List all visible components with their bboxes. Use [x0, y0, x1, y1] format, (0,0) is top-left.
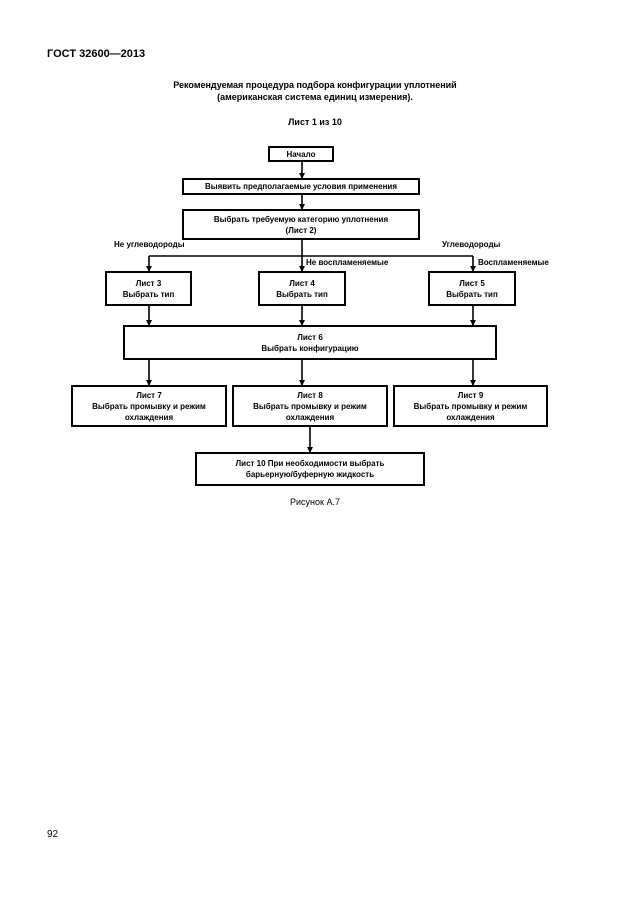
sheet8-node: Лист 8 Выбрать промывку и режим охлажден…: [232, 385, 388, 427]
start-label: Начало: [286, 149, 316, 159]
sheet7-line-2: Выбрать промывку и режим: [92, 401, 206, 411]
sheet4-line-2: Выбрать тип: [276, 289, 328, 299]
sheet9-line-3: охлаждения: [446, 412, 495, 422]
sheet9-line-2: Выбрать промывку и режим: [413, 401, 528, 411]
sheet3-node: Лист 3 Выбрать тип: [105, 271, 192, 306]
sheet4-line-1: Лист 4: [289, 278, 315, 288]
sheet5-line-2: Выбрать тип: [446, 289, 498, 299]
select-category-line-1: Выбрать требуемую категорию уплотнения: [213, 214, 389, 224]
sheet5-line-1: Лист 5: [459, 278, 485, 288]
sheet9-line-1: Лист 9: [457, 390, 484, 400]
sheet7-line-1: Лист 7: [136, 390, 162, 400]
branch-label-hydrocarbons: Углеводороды: [442, 240, 501, 249]
sheet10-line-1: Лист 10 При необходимости выбрать: [235, 459, 385, 468]
sheet8-line-2: Выбрать промывку и режим: [253, 401, 367, 411]
page-number: 92: [47, 829, 59, 840]
sheet6-line-1: Лист 6: [297, 332, 323, 342]
sheet6-node: Лист 6 Выбрать конфигурацию: [123, 325, 497, 360]
identify-conditions-label: Выявить предполагаемые условия применени…: [204, 182, 397, 191]
sheet8-line-3: охлаждения: [285, 412, 335, 422]
select-category-node: Выбрать требуемую категорию уплотнения (…: [182, 209, 420, 240]
branch-label-non-flammable: Не воспламеняемые: [306, 258, 389, 267]
standard-header: ГОСТ 32600—2013: [47, 48, 146, 60]
sheet5-node: Лист 5 Выбрать тип: [428, 271, 516, 306]
sheet4-node: Лист 4 Выбрать тип: [258, 271, 346, 306]
select-category-line-2: (Лист 2): [285, 225, 317, 235]
figure-caption: Рисунок А.7: [290, 497, 340, 507]
sheet-indicator: Лист 1 из 10: [288, 117, 342, 127]
sheet9-node: Лист 9 Выбрать промывку и режим охлажден…: [393, 385, 548, 427]
sheet3-line-2: Выбрать тип: [122, 289, 175, 299]
sheet3-line-1: Лист 3: [135, 278, 162, 288]
sheet6-line-2: Выбрать конфигурацию: [261, 343, 359, 353]
figure-title-line-2: (американская система единиц измерения).: [217, 92, 413, 102]
branch-label-non-hydrocarbons: Не углеводороды: [114, 240, 185, 249]
sheet10-line-2: барьерную/буферную жидкость: [245, 470, 375, 479]
sheet7-line-3: охлаждения: [124, 412, 174, 422]
sheet7-node: Лист 7 Выбрать промывку и режим охлажден…: [71, 385, 227, 427]
sheet8-line-1: Лист 8: [297, 390, 323, 400]
sheet10-node: Лист 10 При необходимости выбрать барьер…: [195, 452, 425, 486]
figure-title-line-1: Рекомендуемая процедура подбора конфигур…: [173, 80, 457, 90]
start-node: Начало: [268, 146, 334, 162]
branch-label-flammable: Воспламеняемые: [478, 258, 549, 267]
identify-conditions-node: Выявить предполагаемые условия применени…: [182, 178, 420, 195]
